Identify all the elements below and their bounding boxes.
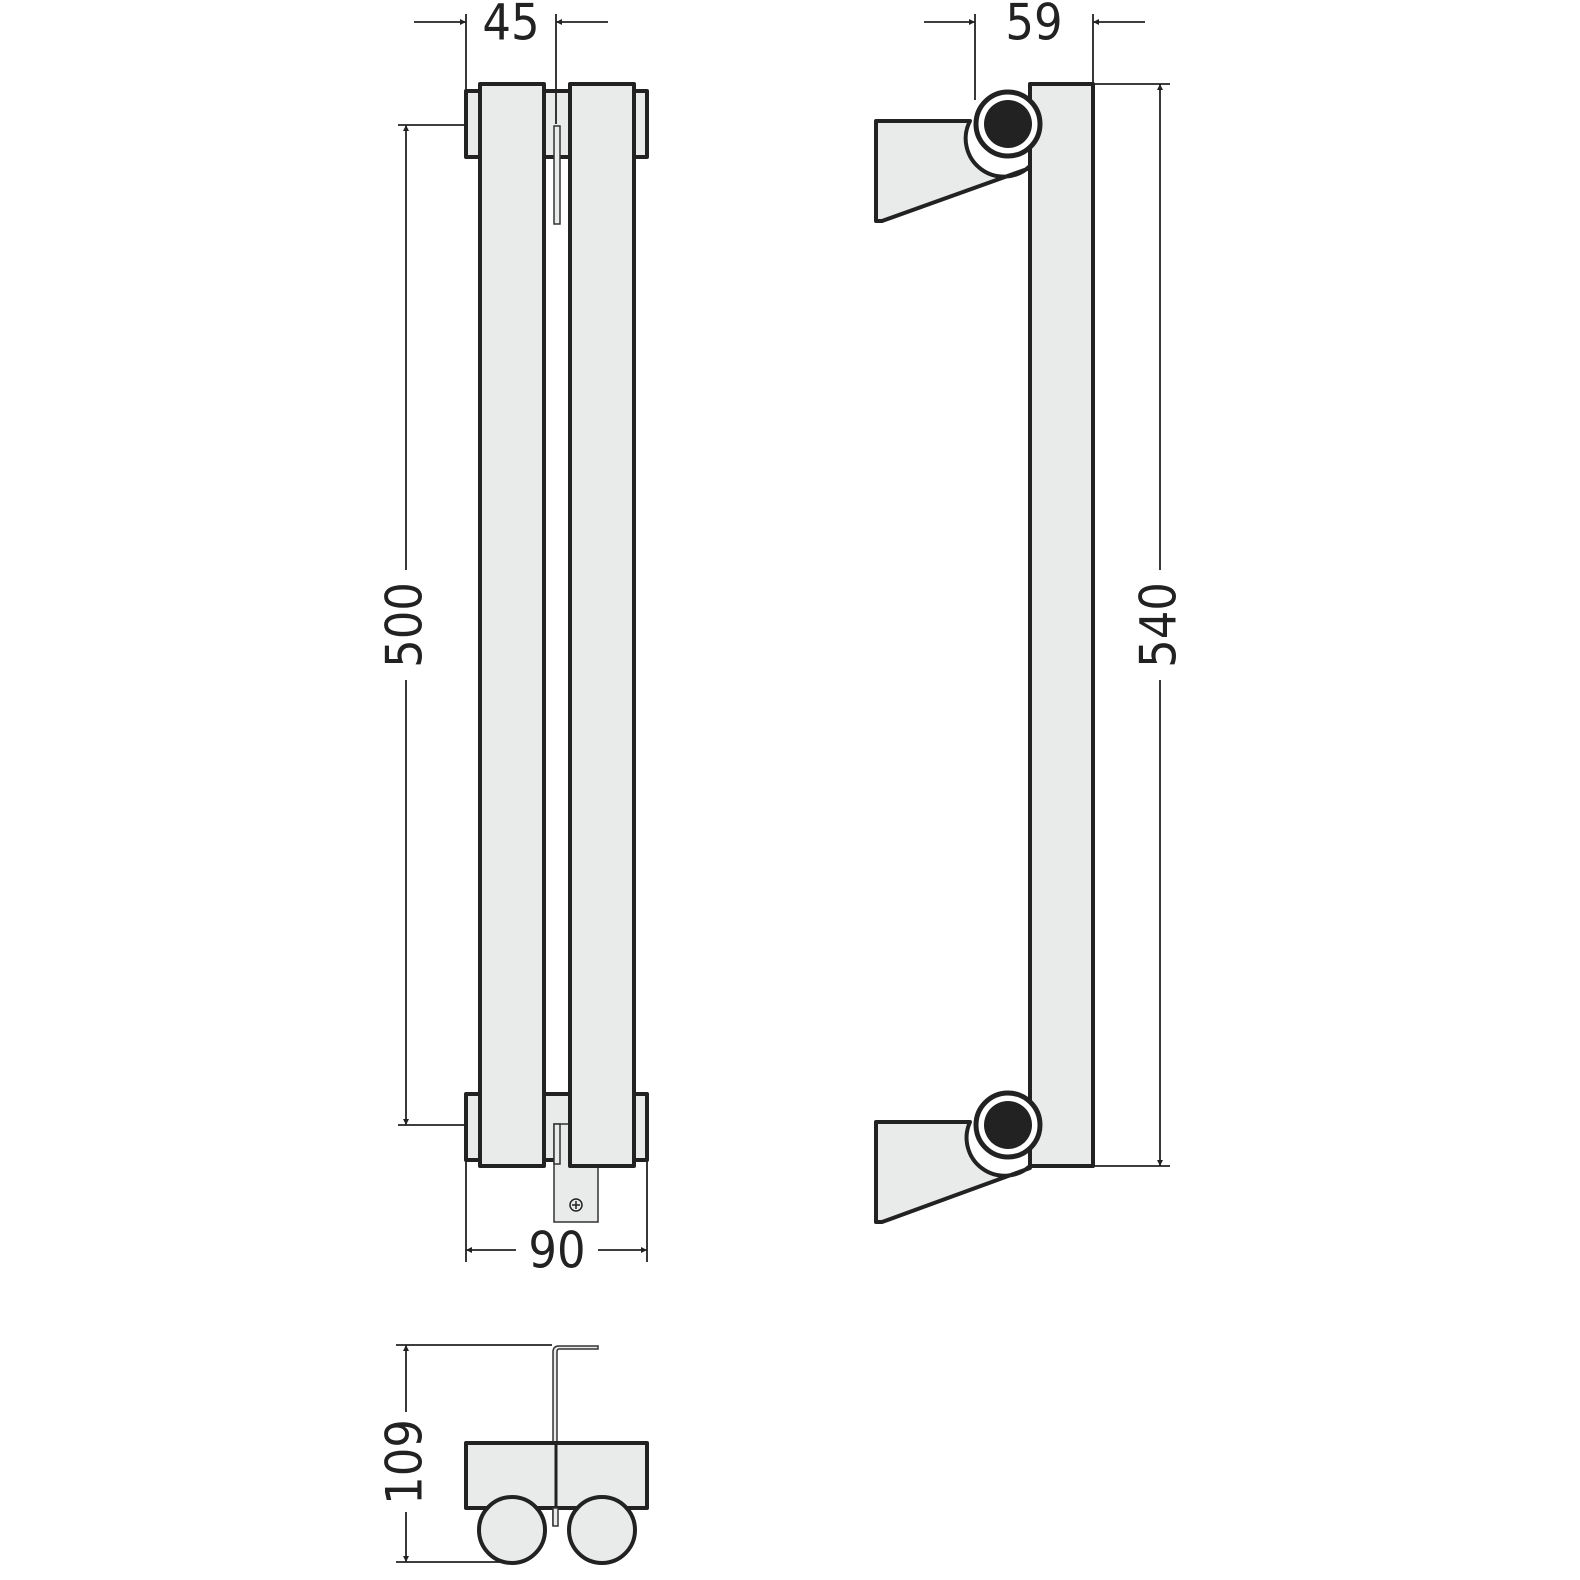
dimension-label-90: 90: [528, 1222, 585, 1280]
dimension-total-width: 90: [465, 1160, 648, 1280]
bracket-strip: [553, 1123, 561, 1165]
dimension-label-540: 540: [1130, 582, 1188, 668]
bottom-left-cap: [464, 1092, 482, 1162]
wall-hook: [552, 1345, 599, 1526]
top-left-cap: [464, 89, 482, 159]
left-column: [478, 82, 546, 1168]
side-view: [874, 82, 1095, 1224]
dimension-label-109: 109: [376, 1419, 434, 1505]
right-pipe: [567, 1495, 637, 1565]
front-view: [464, 82, 649, 1223]
dimension-label-45: 45: [482, 0, 539, 52]
side-column: [1028, 82, 1095, 1168]
dimension-label-500: 500: [376, 582, 434, 668]
top-wall-bracket: [553, 125, 561, 225]
top-view: [396, 1344, 649, 1565]
dimension-wall-depth: 109: [376, 1345, 512, 1563]
dimension-label-59: 59: [1005, 0, 1062, 52]
top-pipe-icon: [973, 89, 1043, 159]
right-column: [568, 82, 636, 1168]
dimension-axis-spacing: 500: [376, 124, 466, 1126]
dimension-column-width: 45: [414, 0, 608, 124]
screw-icon: [569, 1198, 583, 1212]
dimension-side-depth: 59: [924, 0, 1145, 100]
left-pipe: [477, 1495, 547, 1565]
dimension-total-height: 540: [1093, 83, 1188, 1167]
bottom-pipe-icon: [973, 1090, 1043, 1160]
hook-end: [552, 1507, 559, 1527]
